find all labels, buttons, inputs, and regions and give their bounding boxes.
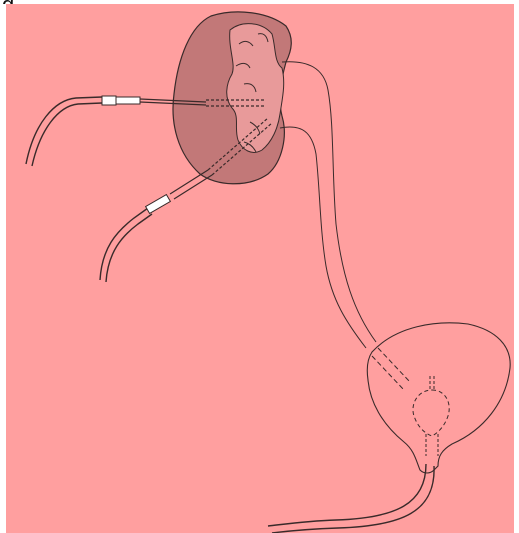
upper-connector-sleeve: [116, 97, 140, 104]
urinary-tract-diagram: [6, 4, 514, 533]
upper-connector: [102, 96, 116, 105]
diagram-panel: [6, 4, 514, 533]
